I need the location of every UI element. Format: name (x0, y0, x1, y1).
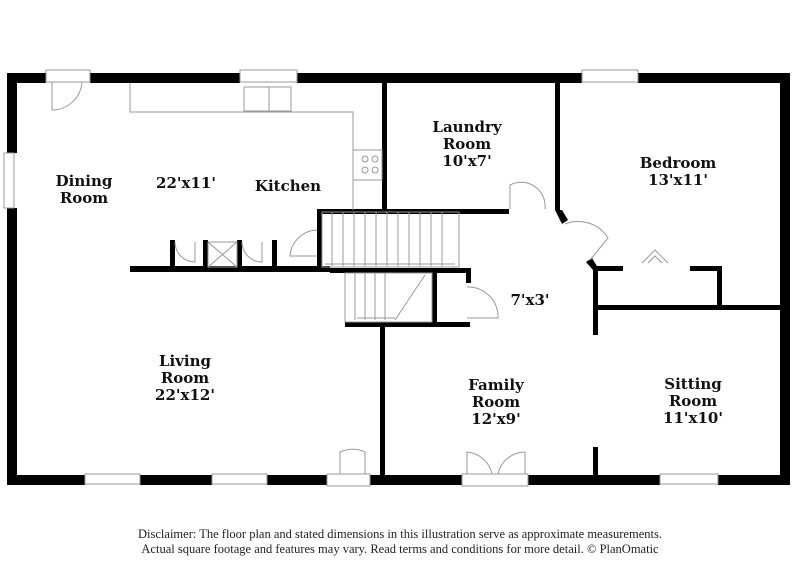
room-label-family: Family Room 12'x9' (468, 376, 524, 428)
disclaimer: Disclaimer: The floor plan and stated di… (0, 527, 800, 557)
fixtures (3, 69, 719, 487)
room-label-hall: 7'x3' (510, 291, 550, 309)
exterior-walls (7, 73, 790, 485)
room-label-dining-kitchen-dims: 22'x11' (156, 174, 216, 192)
room-label-bedroom: Bedroom 13'x11' (639, 154, 717, 189)
room-label-living: Living Room 22'x12' (155, 352, 215, 404)
stair-treads (331, 212, 443, 266)
room-label-sitting: Sitting Room 11'x10' (663, 375, 723, 427)
room-label-dining: Dining Room (55, 172, 113, 207)
disclaimer-line-2: Actual square footage and features may v… (141, 542, 659, 556)
room-label-laundry: Laundry Room 10'x7' (432, 118, 502, 170)
room-label-kitchen: Kitchen (254, 177, 322, 195)
disclaimer-line-1: Disclaimer: The floor plan and stated di… (138, 527, 662, 541)
